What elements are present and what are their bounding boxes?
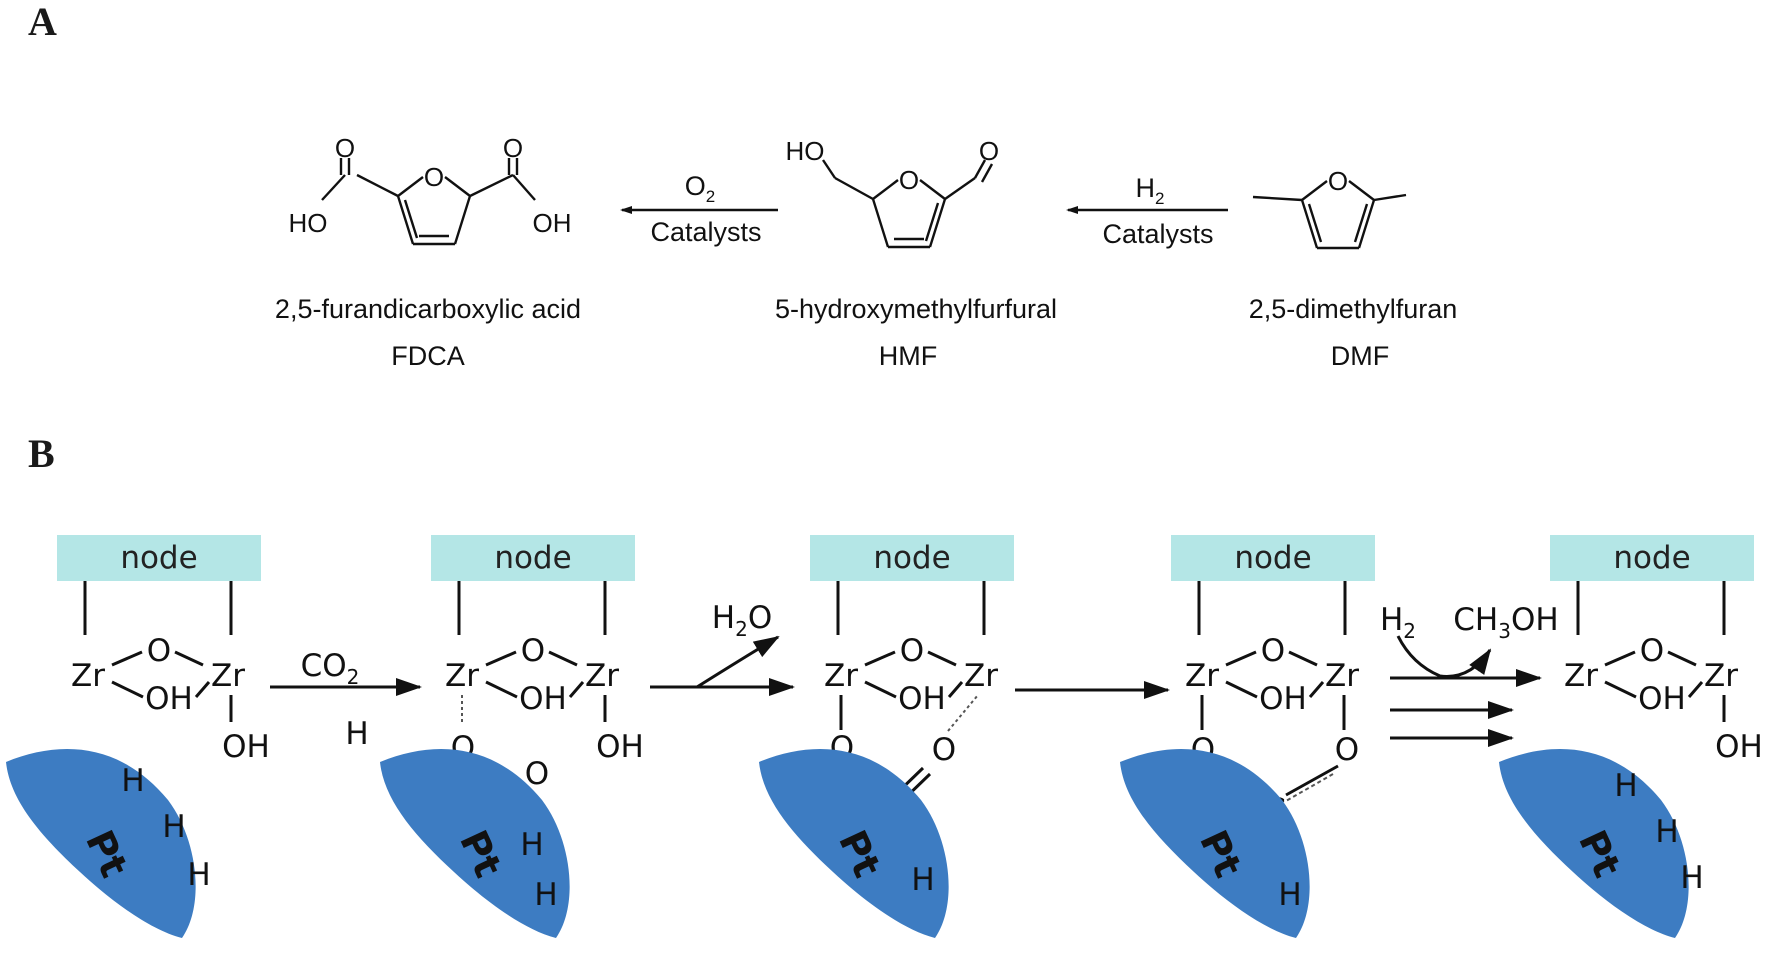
hydrogen-atom: H (534, 877, 557, 913)
svg-text:CH3OH: CH3OH (1453, 602, 1558, 643)
reagent-h2o-subscript: 2 (735, 617, 748, 641)
reagent-o2-subscript: 2 (706, 187, 715, 206)
bridging-oxygen: O (147, 633, 171, 669)
hydrogen-atom: H (1680, 860, 1703, 896)
fdca-name: 2,5-furandicarboxylic acid (275, 294, 581, 324)
hydrogen-atom: H (1614, 768, 1637, 804)
hydrogen-atom: H (1278, 877, 1301, 913)
bridging-hydroxyl: OH (519, 681, 567, 717)
panel-a-label: A (28, 0, 57, 44)
svg-text:H2O: H2O (712, 600, 772, 641)
reagent-h2: H (1380, 602, 1403, 638)
product-ch3oh-subscript: 3 (1498, 619, 1511, 643)
node-box (1171, 535, 1375, 581)
terminal-hydroxyl: OH (596, 729, 644, 765)
zr-atom: Zr (71, 658, 105, 694)
formate-oxygen: O (932, 732, 956, 768)
fdca-hydroxyl-left: HO (289, 208, 328, 238)
node-box (57, 535, 261, 581)
zr-atom: Zr (445, 658, 479, 694)
node-box (810, 535, 1014, 581)
bridging-oxygen: O (900, 633, 924, 669)
reagent-h2: H (1136, 173, 1156, 203)
reagent-o2: O (685, 171, 706, 201)
hydrogen-atom: H (345, 716, 368, 752)
hmf-aldehyde-oxygen: O (979, 136, 999, 166)
hmf-structure: O HO O (786, 136, 999, 249)
node-box (431, 535, 635, 581)
stage-3: node Zr O Zr OH O CH O Pt H (759, 535, 1014, 938)
catalysts-label-1: Catalysts (650, 217, 761, 247)
stage-2: node Zr O Zr OH OH O C O H Pt H H (345, 535, 644, 938)
zr-atom: Zr (211, 658, 245, 694)
reagent-h2-subscript: 2 (1403, 619, 1416, 643)
bridging-hydroxyl: OH (145, 681, 193, 717)
node-label: node (1613, 540, 1690, 576)
bridging-oxygen: O (521, 633, 545, 669)
arrow-co2: CO2 (270, 648, 422, 696)
arrow-oxidation: O2 Catalysts (620, 171, 778, 247)
node-label: node (494, 540, 571, 576)
hmf-hydroxyl: HO (786, 136, 825, 166)
reagent-co2: CO (301, 648, 347, 684)
dmf-name: 2,5-dimethylfuran (1249, 294, 1458, 324)
fdca-carbonyl-o-left: O (335, 133, 355, 163)
svg-text:CO2: CO2 (301, 648, 360, 689)
arrow-hydrogenation: H2 Catalysts (1066, 173, 1228, 249)
bridging-hydroxyl: OH (898, 681, 946, 717)
fdca-structure: O O O HO OH (289, 133, 572, 246)
hydrogen-atom: H (520, 827, 543, 863)
fdca-hydroxyl-right: OH (533, 208, 572, 238)
svg-text:H2: H2 (1380, 602, 1416, 643)
reagent-co2-subscript: 2 (347, 665, 360, 689)
catalysts-label-2: Catalysts (1102, 219, 1213, 249)
zr-atom: Zr (1325, 658, 1359, 694)
hmf-ring-oxygen: O (899, 165, 919, 195)
product-ch3oh-oh: OH (1511, 602, 1559, 638)
bridging-oxygen: O (1261, 633, 1285, 669)
zr-atom: Zr (824, 658, 858, 694)
stage-5: node Zr O Zr OH OH Pt H H H (1499, 535, 1763, 938)
node-box (1550, 535, 1754, 581)
hydrogen-atom: H (187, 857, 210, 893)
zr-atom: Zr (1564, 658, 1598, 694)
terminal-hydroxyl: OH (1715, 729, 1763, 765)
node-label: node (1234, 540, 1311, 576)
dmf-ring-oxygen: O (1328, 166, 1348, 196)
reagent-h2-subscript: 2 (1155, 189, 1164, 208)
arrow-h2o-release: H2O (650, 600, 795, 696)
formate-oxygen: O (1335, 732, 1359, 768)
hmf-abbreviation: HMF (879, 341, 937, 371)
node-label: node (120, 540, 197, 576)
zr-atom: Zr (964, 658, 998, 694)
hydrogen-atom: H (911, 862, 934, 898)
stage-4: node Zr O Zr OH O O C H Pt H (1120, 535, 1375, 938)
hydrogen-atom: H (162, 809, 185, 845)
panel-b-label: B (28, 431, 55, 476)
zr-atom: Zr (585, 658, 619, 694)
svg-text:O2: O2 (685, 171, 715, 206)
zr-atom: Zr (1185, 658, 1219, 694)
stage-1: node Zr O Zr OH OH Pt H H H (6, 535, 270, 938)
node-label: node (873, 540, 950, 576)
reagent-h2o-o: O (748, 600, 772, 636)
bridging-hydroxyl: OH (1259, 681, 1307, 717)
zr-atom: Zr (1704, 658, 1738, 694)
dmf-abbreviation: DMF (1331, 341, 1389, 371)
hydrogen-atom: H (121, 763, 144, 799)
reagent-h2o-h: H (712, 600, 735, 636)
terminal-hydroxyl: OH (222, 729, 270, 765)
fdca-carbonyl-o-right: O (503, 133, 523, 163)
svg-text:H2: H2 (1136, 173, 1165, 208)
bridging-hydroxyl: OH (1638, 681, 1686, 717)
hmf-name: 5-hydroxymethylfurfural (775, 294, 1057, 324)
product-ch3oh-ch: CH (1453, 602, 1498, 638)
arrow-methanol-release: H2 CH3OH (1380, 602, 1559, 747)
dmf-structure: O (1252, 166, 1407, 250)
fdca-ring-oxygen: O (424, 162, 444, 192)
hydrogen-atom: H (1655, 814, 1678, 850)
bridging-oxygen: O (1640, 633, 1664, 669)
fdca-abbreviation: FDCA (391, 341, 465, 371)
